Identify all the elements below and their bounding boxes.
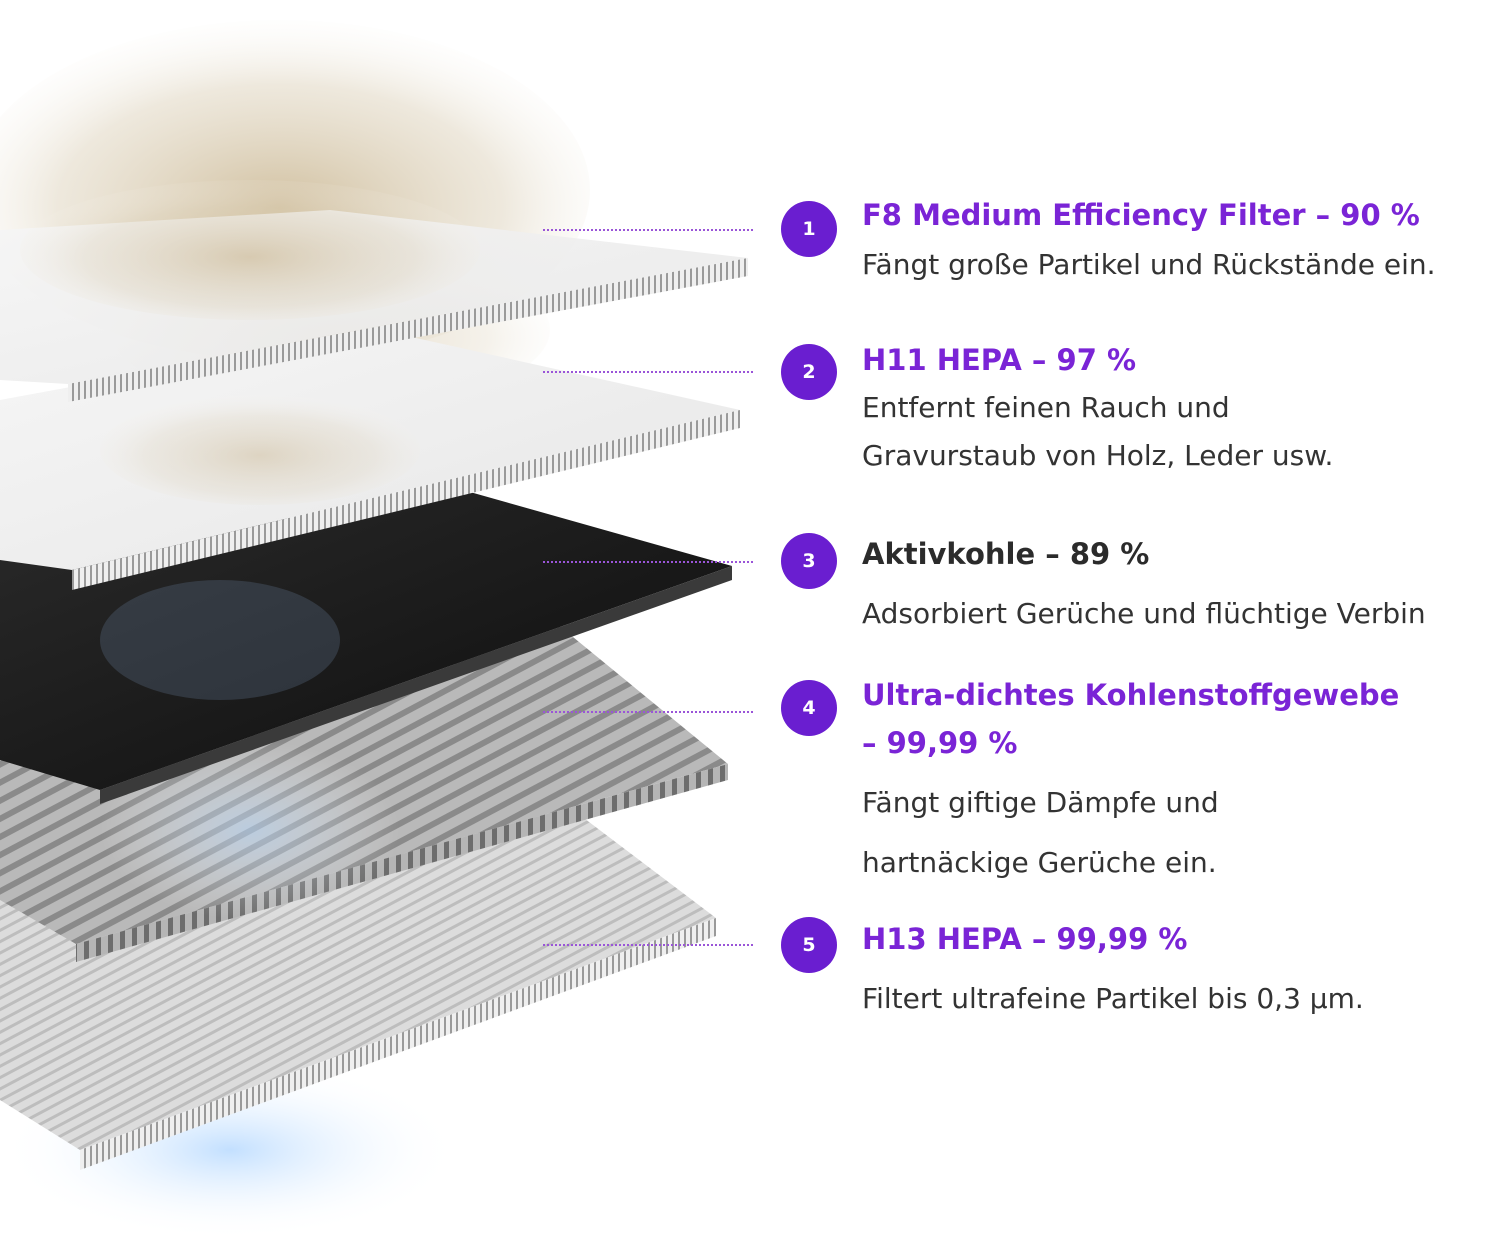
layer-1-title: F8 Medium Efficiency Filter – 90 % [862, 198, 1420, 232]
layer-3-description: Adsorbiert Gerüche und flüchtige Verbin [862, 597, 1426, 630]
layer-1-description: Fängt große Partikel und Rückstände ein. [862, 248, 1436, 281]
layer-4-number-badge: 4 [781, 680, 837, 736]
layer-5-description: Filtert ultrafeine Partikel bis 0,3 µm. [862, 982, 1364, 1015]
layer-5-title: H13 HEPA – 99,99 % [862, 922, 1188, 956]
layer-2-description-line-1: Entfernt feinen Rauch und [862, 391, 1230, 424]
connector-line-4 [543, 711, 753, 713]
layer-3-number-badge: 3 [781, 533, 837, 589]
filter-layers-illustration [0, 20, 748, 1240]
layer-2-title: H11 HEPA – 97 % [862, 343, 1137, 377]
layer-3-activated-carbon-sheet [0, 492, 732, 804]
connector-line-5 [543, 944, 753, 946]
layer-4-description-line-2: hartnäckige Gerüche ein. [862, 846, 1217, 879]
layer-3-title: Aktivkohle – 89 % [862, 537, 1150, 571]
layer-4-title-line-2: – 99,99 % [862, 726, 1018, 760]
layer-2-h11-hepa-sheet [0, 330, 740, 590]
layer-1-f8-filter-sheet [0, 180, 748, 402]
layer-4-title-line-1: Ultra-dichtes Kohlenstoffgewebe [862, 678, 1400, 712]
connector-line-1 [543, 229, 753, 231]
layer-2-number-badge: 2 [781, 344, 837, 400]
connector-line-2 [543, 371, 753, 373]
layer-1-number-badge: 1 [781, 201, 837, 257]
layer-4-description-line-1: Fängt giftige Dämpfe und [862, 786, 1219, 819]
connector-line-3 [543, 561, 753, 563]
layer-5-number-badge: 5 [781, 917, 837, 973]
layer-2-description-line-2: Gravurstaub von Holz, Leder usw. [862, 439, 1334, 472]
